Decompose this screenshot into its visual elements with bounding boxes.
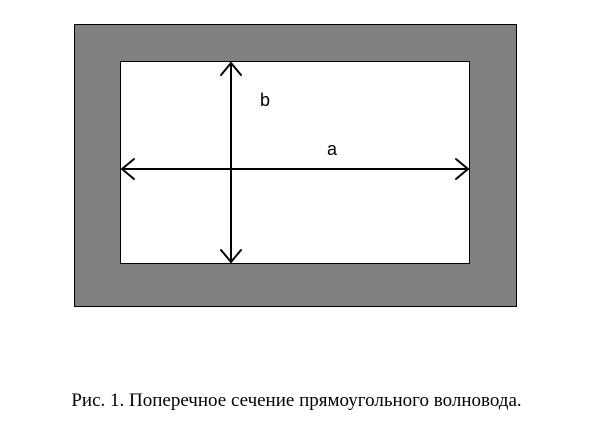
- figure-caption: Рис. 1. Поперечное сечение прямоугольног…: [71, 390, 522, 411]
- dimension-arrow-a: [121, 158, 469, 180]
- dimension-label-b: b: [260, 90, 270, 110]
- dimension-label-a: a: [327, 139, 338, 159]
- dimension-arrow-b: [220, 62, 242, 263]
- waveguide-inner-cavity: [120, 61, 470, 264]
